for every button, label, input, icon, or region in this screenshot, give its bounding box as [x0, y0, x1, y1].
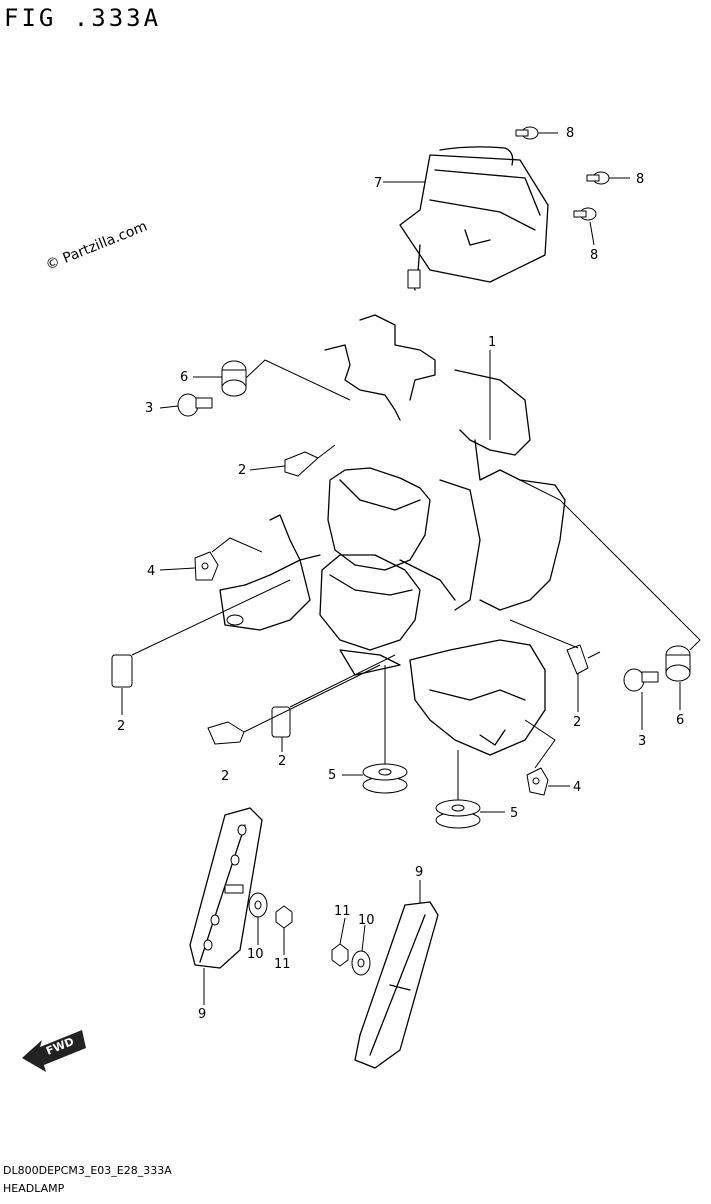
- part-5-damper-lower: [435, 799, 481, 829]
- part-6-grommet-right: [665, 645, 691, 682]
- callout-5: 5: [510, 806, 518, 821]
- fwd-arrow-icon: FWD: [22, 1030, 86, 1072]
- callout-5: 5: [328, 768, 336, 783]
- callout-9: 9: [198, 1007, 206, 1022]
- part-6-grommet-left: [221, 360, 247, 397]
- callout-6: 6: [180, 370, 188, 385]
- callout-2: 2: [117, 719, 125, 734]
- part-8-screw-a: [515, 126, 539, 140]
- callout-labels: 1 2 2 2 2 2 3 3 4 4 5 5 6 6 7 8 8 8 9 9 …: [117, 126, 684, 1022]
- part-9-reflector-right: [354, 901, 439, 1069]
- callout-4: 4: [573, 780, 581, 795]
- footer-caption: HEADLAMP: [3, 1182, 65, 1195]
- callout-3: 3: [638, 734, 646, 749]
- part-5-damper-upper: [362, 763, 408, 794]
- callout-9: 9: [415, 865, 423, 880]
- callout-1: 1: [488, 335, 496, 350]
- callout-8: 8: [636, 172, 644, 187]
- callout-2: 2: [573, 715, 581, 730]
- callout-4: 4: [147, 564, 155, 579]
- part-3-bolt-right: [623, 668, 659, 692]
- callout-2: 2: [238, 463, 246, 478]
- callout-3: 3: [145, 401, 153, 416]
- watermark: © Partzilla.com: [44, 218, 150, 273]
- part-11-nut-right: [331, 943, 349, 967]
- part-2-cushion-e: [566, 644, 589, 675]
- part-1-bracket-assembly: [219, 314, 566, 756]
- callout-2: 2: [221, 769, 229, 784]
- callout-2: 2: [278, 754, 286, 769]
- part-3-bolt-left: [177, 393, 213, 417]
- callout-11: 11: [274, 957, 291, 972]
- callout-6: 6: [676, 713, 684, 728]
- part-2-cushion-a: [284, 451, 319, 477]
- footer-code: DL800DEPCM3_E03_E28_333A: [3, 1164, 172, 1177]
- part-9-reflector-left: [189, 807, 263, 969]
- part-8-screw-b: [586, 171, 610, 185]
- callout-8: 8: [566, 126, 574, 141]
- part-2-cushion-c: [271, 706, 291, 738]
- callout-10: 10: [247, 947, 264, 962]
- callout-11: 11: [334, 904, 351, 919]
- part-2-cushion-d: [207, 721, 245, 745]
- callout-8: 8: [590, 248, 598, 263]
- leader-lines: [121, 132, 701, 1005]
- part-8-screw-c: [573, 207, 597, 221]
- part-10-washer-right: [351, 950, 371, 976]
- part-4-nut-right: [526, 767, 549, 796]
- part-7-cover: [399, 146, 549, 291]
- callout-10: 10: [358, 913, 375, 928]
- callout-7: 7: [374, 176, 382, 191]
- part-11-nut-left: [275, 905, 293, 929]
- part-10-washer-left: [248, 892, 268, 918]
- figure-label: FIG .333A: [4, 4, 161, 32]
- part-4-nut-left: [194, 551, 219, 581]
- part-2-cushion-b: [111, 654, 133, 688]
